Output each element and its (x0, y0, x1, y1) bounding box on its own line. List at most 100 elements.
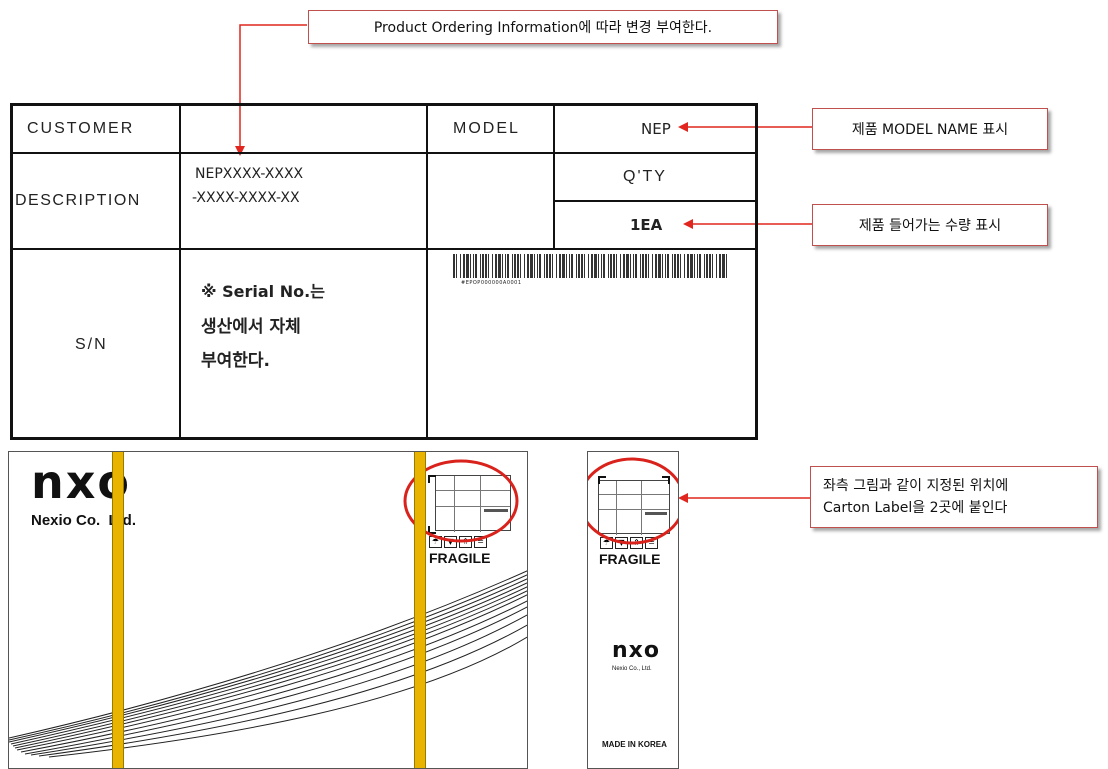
barcode-bar (645, 254, 647, 278)
model-value: NEP (641, 120, 671, 138)
callout-model-name: 제품 MODEL NAME 표시 (812, 108, 1048, 150)
barcode-bar (502, 254, 503, 278)
callout-carton-line2: Carton Label을 2곳에 붙인다 (823, 500, 1008, 516)
barcode-bar (680, 254, 681, 278)
barcode-bar (620, 254, 621, 278)
barcode-bar (534, 254, 535, 278)
grid-line (553, 200, 755, 202)
barcode-bar (578, 254, 580, 278)
barcode-bar (648, 254, 649, 278)
callout-quantity: 제품 들어가는 수량 표시 (812, 204, 1048, 246)
barcode-bar (512, 254, 513, 278)
barcode-bar (603, 254, 605, 278)
barcode-bar (566, 254, 567, 278)
barcode-bar (674, 254, 676, 278)
barcode-bar (694, 254, 695, 278)
barcode-bar (539, 254, 541, 278)
barcode-bar (635, 254, 637, 278)
barcode-bar (719, 254, 721, 278)
model-label: MODEL (453, 120, 520, 137)
swoosh-graphic (9, 570, 527, 758)
barcode-bar (699, 254, 701, 278)
barcode-bar (672, 254, 673, 278)
barcode-bar (552, 254, 553, 278)
barcode-bar (704, 254, 705, 278)
barcode-bar (556, 254, 557, 278)
barcode-bar (709, 254, 711, 278)
carton-label-mini (435, 475, 511, 532)
corner-mark (428, 526, 436, 534)
carton-front-panel: nxo Nexio Co. Ltd. ☂ ▼ ⇑ ≜ FRAGILE (8, 451, 528, 769)
barcode-bar (640, 254, 641, 278)
barcode-bar (684, 254, 685, 278)
barcode-bar (598, 254, 599, 278)
barcode-bar (697, 254, 698, 278)
barcode-bar (505, 254, 506, 278)
barcode-bar (482, 254, 484, 278)
packing-strap (414, 452, 426, 768)
barcode-bar (514, 254, 516, 278)
serial-note-line1: ※ Serial No.는 (201, 282, 325, 301)
grid-line (179, 106, 181, 437)
callout-ordering-info: Product Ordering Information에 따라 변경 부여한다… (308, 10, 778, 44)
barcode-bar (569, 254, 570, 278)
barcode-bar (594, 254, 597, 278)
company-name-small: Nexio Co., Ltd. (612, 666, 652, 672)
barcode-bar (524, 254, 525, 278)
barcode-text: #EPOP000000A0001 (461, 280, 522, 286)
qty-label: Q'TY (623, 168, 667, 185)
highlight-circle (403, 459, 519, 543)
carton-label-table: CUSTOMER MODEL NEP DESCRIPTION NEPXXXX-X… (10, 103, 758, 440)
barcode-bar (546, 254, 548, 278)
barcode-bar (456, 254, 457, 278)
packing-strap (112, 452, 124, 768)
barcode-bar (591, 254, 593, 278)
barcode-bar (530, 254, 533, 278)
fragile-text: FRAGILE (429, 550, 491, 566)
serial-note-line3: 부여한다. (201, 351, 271, 371)
callout-model-name-text: 제품 MODEL NAME 표시 (851, 122, 1009, 138)
barcode-bar (537, 254, 538, 278)
barcode-bar (665, 254, 666, 278)
barcode-bar (655, 254, 657, 278)
barcode-bar (677, 254, 679, 278)
barcode-bar (601, 254, 602, 278)
barcode-bar (488, 254, 489, 278)
corner-mark (662, 476, 670, 484)
barcode-bar (584, 254, 585, 278)
barcode-bar (571, 254, 573, 278)
barcode-bar (608, 254, 609, 278)
sn-label: S/N (75, 336, 108, 353)
carton-label-mini (598, 480, 670, 535)
barcode-bar (662, 254, 663, 278)
barcode-bar (480, 254, 481, 278)
barcode-bar (492, 254, 493, 278)
serial-note-line2: 생산에서 자체 (201, 317, 301, 337)
barcode-bar (626, 254, 629, 278)
barcode-bar (453, 254, 455, 278)
barcode-bar (463, 254, 465, 278)
barcode-bar (712, 254, 713, 278)
barcode-bar (576, 254, 577, 278)
barcode-bar (520, 254, 521, 278)
barcode-bar (517, 254, 519, 278)
barcode-bar (473, 254, 474, 278)
barcode-bar (527, 254, 529, 278)
barcode-bar (616, 254, 617, 278)
barcode-bar (722, 254, 725, 278)
barcode-bar (642, 254, 644, 278)
barcode-bar (716, 254, 717, 278)
barcode-bar (610, 254, 612, 278)
description-line1: NEPXXXX-XXXX (195, 166, 304, 182)
corner-mark (428, 475, 436, 483)
grid-line (553, 106, 555, 248)
barcode-bar (544, 254, 545, 278)
barcode-bar (466, 254, 469, 278)
qty-value: 1EA (630, 216, 663, 234)
barcode-bar (588, 254, 589, 278)
barcode-bar (687, 254, 689, 278)
fragile-text: FRAGILE (599, 551, 661, 567)
description-line2: -XXXX-XXXX-XX (192, 190, 300, 206)
corner-mark (598, 476, 606, 484)
highlight-circle (588, 457, 678, 545)
